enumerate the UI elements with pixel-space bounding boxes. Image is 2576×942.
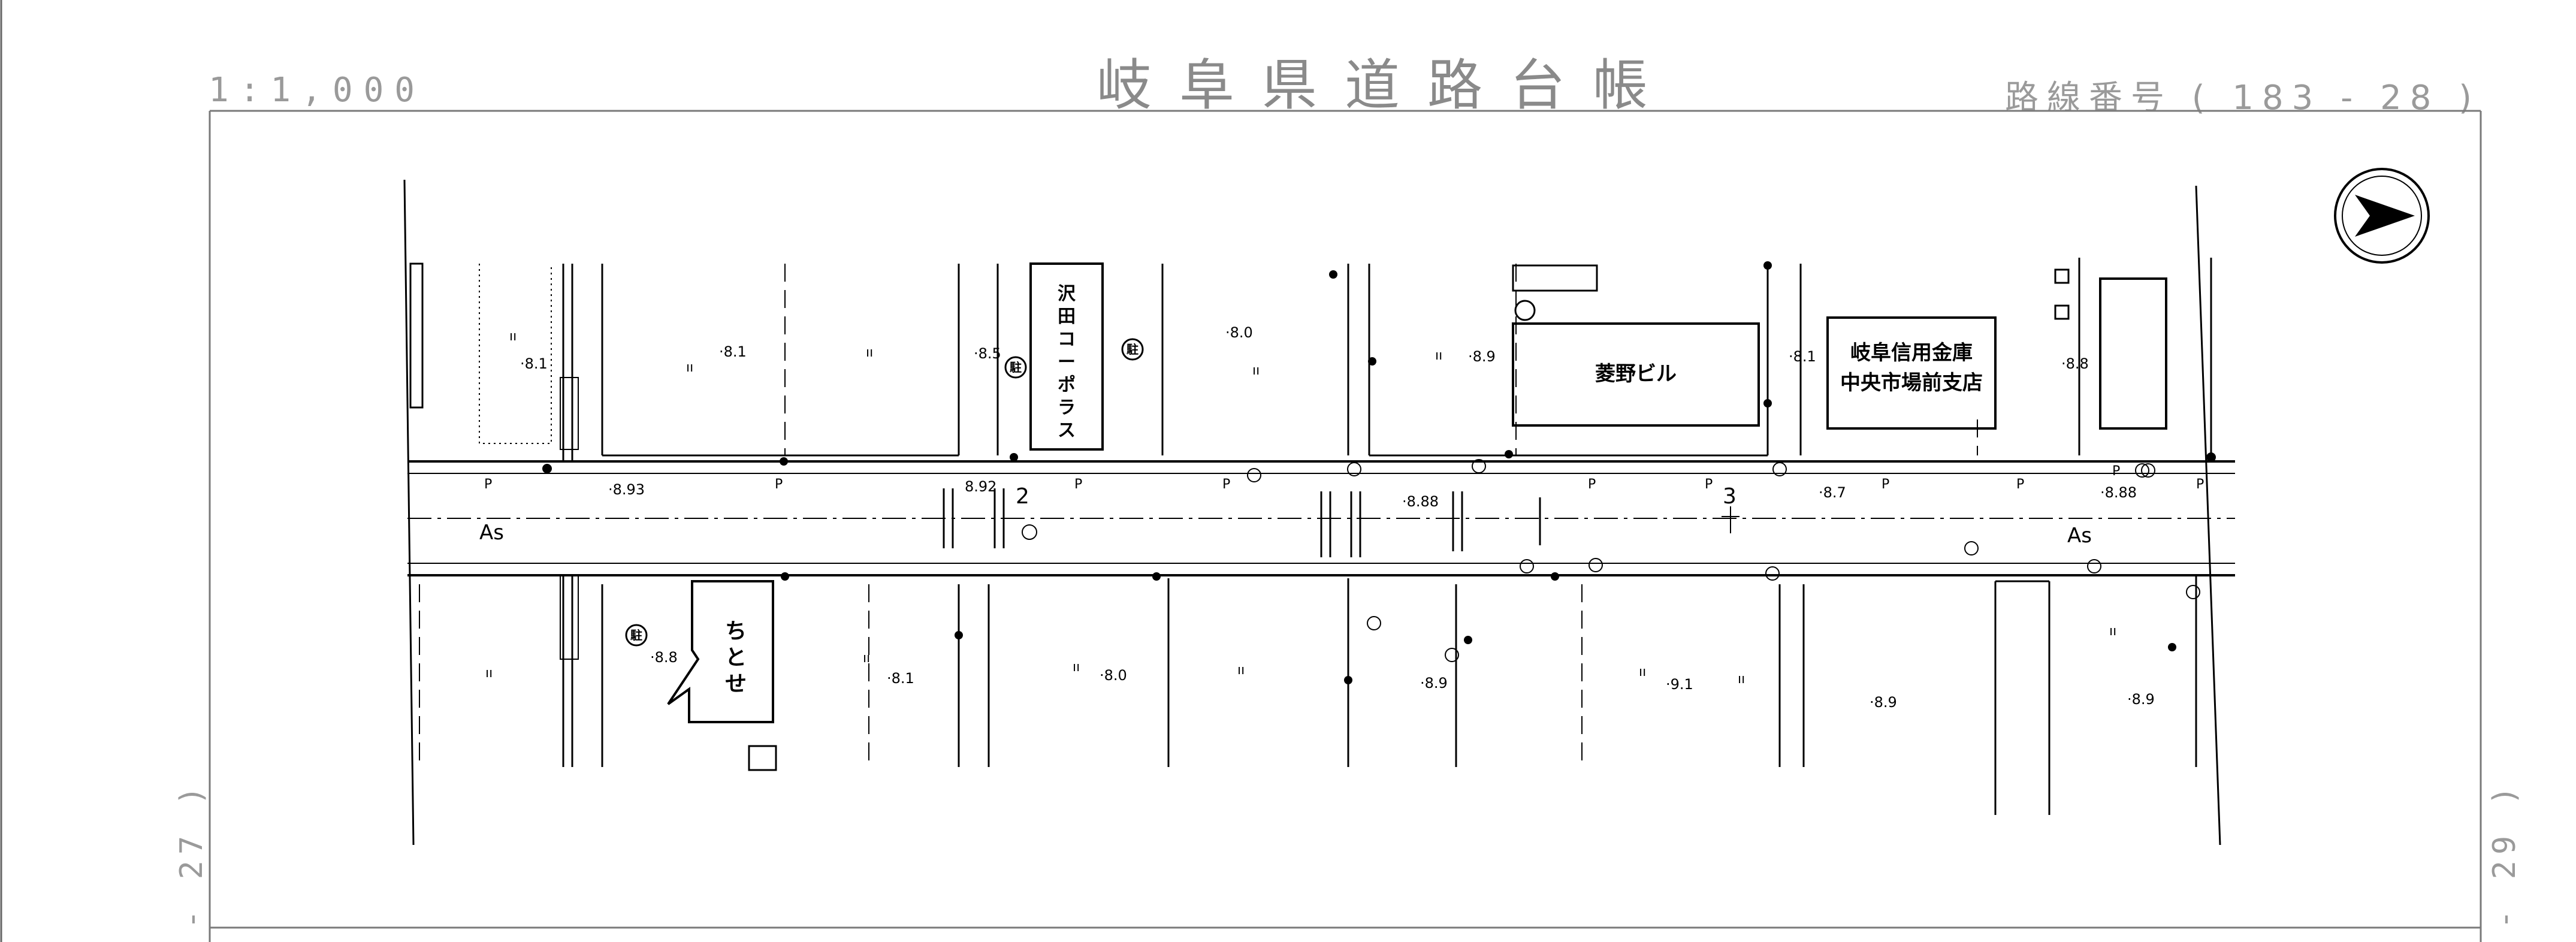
bank-label-line2: 中央市場前支店 bbox=[1840, 371, 1983, 395]
left-lot-block bbox=[409, 262, 424, 409]
parking-mark: P bbox=[1222, 477, 1230, 492]
elevation: ·8.1 bbox=[719, 343, 747, 360]
bank-label-line1: 岐阜信用金庫 bbox=[1850, 341, 1973, 365]
elevation: 8.92 bbox=[965, 478, 996, 495]
building-label-char: と bbox=[725, 645, 747, 670]
south-lot-lines bbox=[419, 584, 1583, 767]
building-label-char: ー bbox=[1058, 352, 1076, 373]
svg-text:駐: 駐 bbox=[1127, 342, 1138, 357]
svg-text:駐: 駐 bbox=[630, 628, 642, 642]
parking-lot-icons: 駐 駐 駐 bbox=[625, 338, 1144, 647]
hishino-label: 菱野ビル bbox=[1595, 362, 1677, 386]
map-scale: 1:1,000 bbox=[209, 71, 426, 110]
building-label-char: ポ bbox=[1058, 375, 1076, 395]
stairs bbox=[560, 377, 579, 660]
small-box-2 bbox=[2054, 304, 2070, 320]
small-structure bbox=[1512, 264, 1598, 292]
elevation: ·8.9 bbox=[1870, 694, 1897, 711]
building-label-char: 田 bbox=[1058, 306, 1076, 327]
elevation: ·8.7 bbox=[1819, 484, 1846, 501]
east-building bbox=[2099, 277, 2167, 430]
surface-as-right: As bbox=[2067, 524, 2092, 548]
hishino-building bbox=[1512, 322, 1760, 427]
parking-mark: P bbox=[1074, 477, 1082, 492]
small-shed bbox=[748, 745, 777, 771]
svg-text:ıı: ıı bbox=[863, 651, 870, 666]
elevation: ·8.93 bbox=[608, 481, 645, 498]
survey-dots bbox=[542, 261, 2216, 684]
plot-edges bbox=[403, 179, 2221, 846]
parking-lot-icon: 駐 bbox=[625, 624, 648, 647]
elevation: ·8.8 bbox=[650, 649, 678, 666]
utility-markers bbox=[1022, 459, 2200, 662]
parking-marks: P P P P P P P P P P bbox=[484, 464, 2204, 492]
sidewalk-lines bbox=[407, 473, 2235, 564]
svg-text:ıı: ıı bbox=[1073, 660, 1080, 675]
small-box-1 bbox=[2054, 268, 2070, 284]
elevation: ·8.0 bbox=[1225, 324, 1253, 341]
station-3: 3 bbox=[1723, 484, 1737, 509]
surface-as-left: As bbox=[479, 521, 504, 545]
parking-lot-icon: 駐 bbox=[1121, 338, 1144, 361]
building-label-char: 沢 bbox=[1058, 283, 1076, 304]
elevation: ·8.0 bbox=[1100, 667, 1127, 684]
elevation: ·8.88 bbox=[2100, 484, 2137, 501]
svg-text:ıı: ıı bbox=[1435, 348, 1442, 363]
chitose-label: ちとせ bbox=[725, 619, 747, 696]
building-label-char: ラ bbox=[1058, 397, 1076, 418]
parking-mark: P bbox=[2112, 464, 2120, 479]
parking-lot-icon: 駐 bbox=[1004, 356, 1027, 379]
bank-building bbox=[1826, 316, 1997, 430]
svg-text:ıı: ıı bbox=[2109, 624, 2116, 639]
parking-mark: P bbox=[775, 477, 783, 492]
parking-mark: P bbox=[484, 477, 492, 492]
sawada-building bbox=[1029, 262, 1104, 451]
road-curbs bbox=[407, 460, 2235, 576]
elevation: ·8.8 bbox=[2061, 355, 2089, 372]
south-parcels bbox=[562, 575, 2197, 815]
elevation: ·8.1 bbox=[520, 355, 548, 372]
parking-mark: P bbox=[2196, 477, 2204, 492]
parking-mark: P bbox=[1882, 477, 1889, 492]
chitose-building bbox=[667, 580, 774, 723]
round-structure bbox=[1514, 300, 1536, 321]
elevation: ·8.9 bbox=[2127, 691, 2155, 708]
left-dotted-parcel bbox=[479, 264, 552, 444]
svg-text:ıı: ıı bbox=[1639, 665, 1646, 680]
building-label-char: ち bbox=[725, 619, 747, 644]
svg-text:ıı: ıı bbox=[866, 345, 873, 360]
svg-text:ıı: ıı bbox=[1237, 663, 1245, 678]
sheet-frame bbox=[209, 110, 2482, 942]
elevation: ·8.5 bbox=[974, 345, 1001, 362]
parking-mark: P bbox=[1588, 477, 1596, 492]
grass-marks: ıı ıı ıı ıı ıı ıı ıı ıı ıı ıı ıı ıı bbox=[485, 329, 2116, 687]
svg-text:ıı: ıı bbox=[509, 329, 517, 344]
north-lot-lines bbox=[784, 264, 1978, 455]
lane-markings bbox=[943, 488, 1541, 557]
elevation: ·9.1 bbox=[1666, 676, 1693, 693]
building-label-char: ス bbox=[1058, 420, 1076, 441]
parking-mark: P bbox=[2016, 477, 2024, 492]
svg-text:ıı: ıı bbox=[485, 666, 493, 681]
building-label-char: せ bbox=[725, 672, 747, 696]
page-title: 岐阜県道路台帳 bbox=[1097, 53, 1676, 117]
svg-text:ıı: ıı bbox=[1252, 363, 1260, 378]
svg-text:ıı: ıı bbox=[1738, 672, 1745, 687]
building-label-char: コ bbox=[1058, 329, 1076, 350]
svg-text:ıı: ıı bbox=[686, 360, 693, 375]
elevation-labels: ·8.1 ·8.1 ·8.5 ·8.0 ·8.9 ·8.1 ·8.8 ·8.93… bbox=[520, 324, 2155, 711]
parking-mark: P bbox=[1705, 477, 1713, 492]
north-arrow-icon bbox=[2334, 168, 2430, 264]
elevation: ·8.9 bbox=[1468, 348, 1496, 365]
elevation: ·8.1 bbox=[1789, 348, 1816, 365]
elevation: ·8.9 bbox=[1420, 675, 1448, 692]
station-2: 2 bbox=[1016, 484, 1029, 509]
svg-text:駐: 駐 bbox=[1010, 360, 1022, 375]
elevation: ·8.1 bbox=[887, 670, 914, 687]
elevation: ·8.88 bbox=[1402, 493, 1439, 510]
